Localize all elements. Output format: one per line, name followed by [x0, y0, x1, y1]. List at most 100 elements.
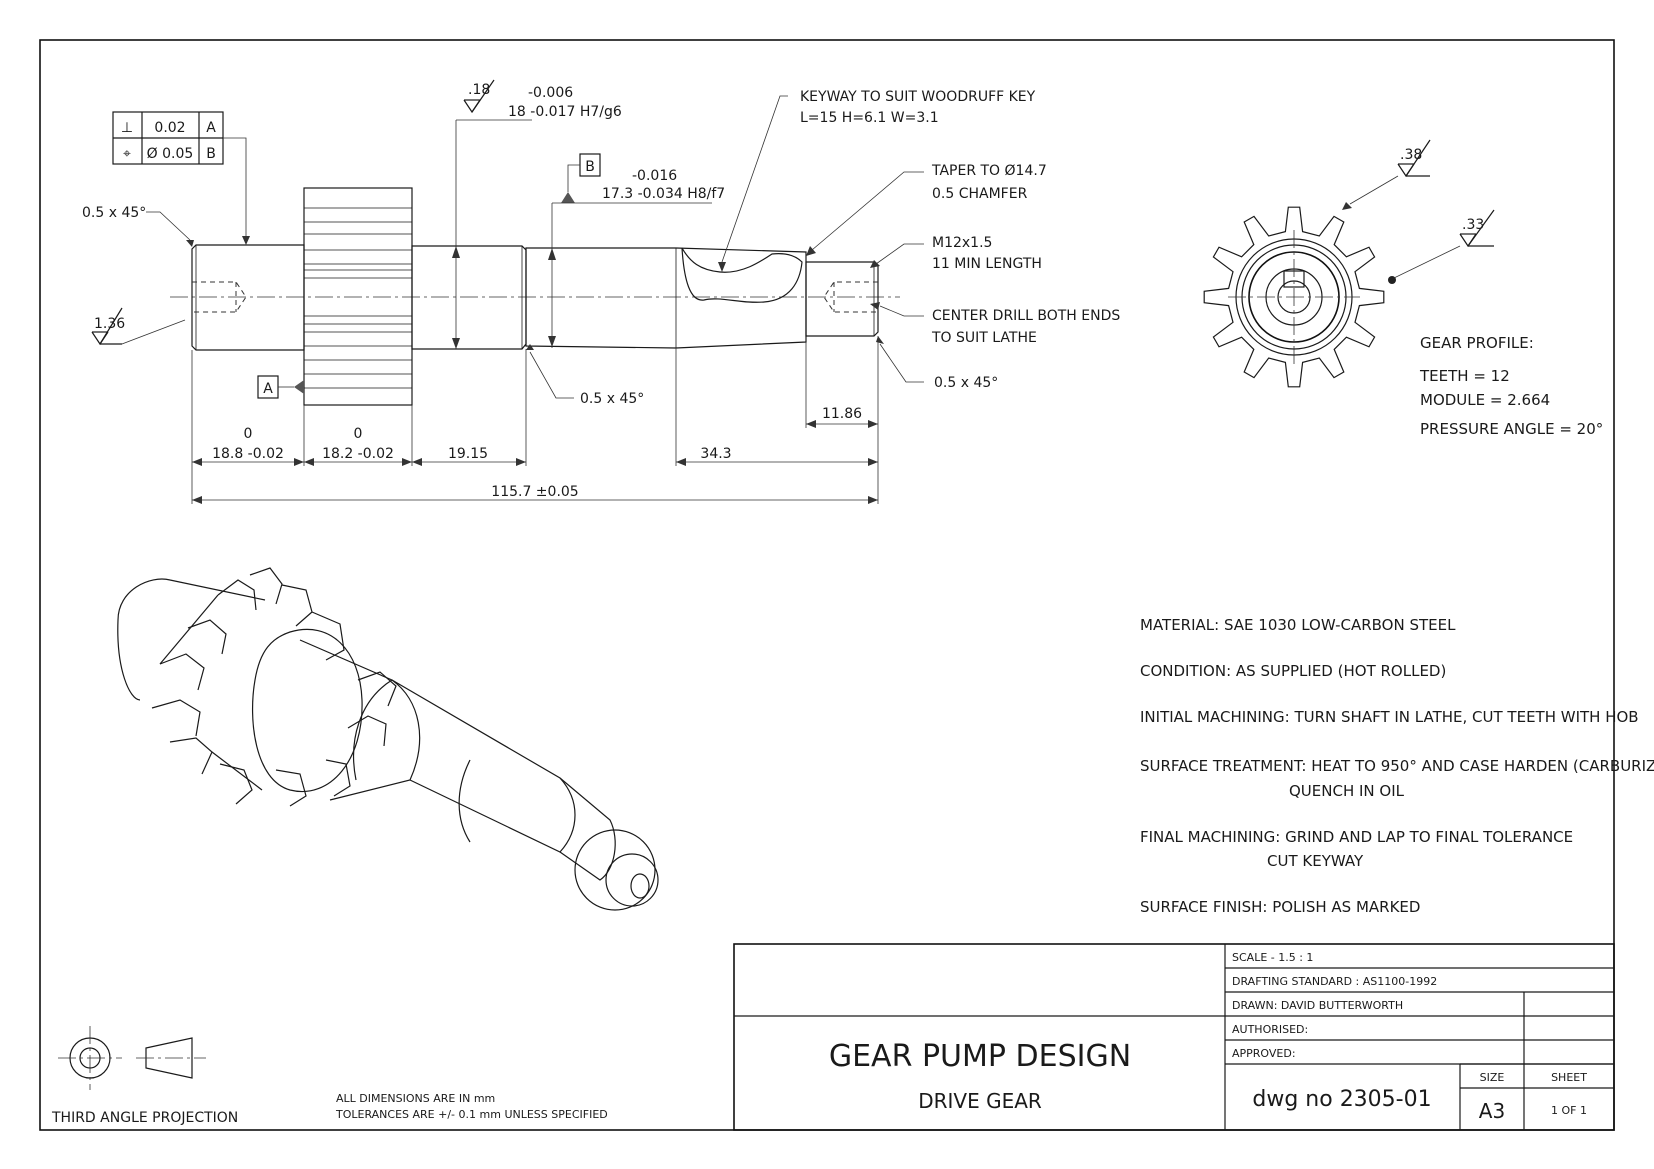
thread-note-line-2: 11 MIN LENGTH [932, 256, 1042, 272]
keyway-note-line-1: KEYWAY TO SUIT WOODRUFF KEY [800, 89, 1036, 105]
surface-finish-top: .18 [463, 79, 495, 114]
left-journal [191, 244, 305, 351]
gear-pressure-angle: PRESSURE ANGLE = 20° [1420, 420, 1603, 438]
fcf-datum-1: A [206, 120, 216, 136]
scale-label: SCALE - 1.5 : 1 [1232, 951, 1313, 964]
note-condition: CONDITION: AS SUPPLIED (HOT ROLLED) [1140, 662, 1446, 680]
bore-dim-upper: -0.006 [528, 85, 573, 101]
right-center-drill [823, 281, 878, 313]
center-drill-callout: CENTER DRILL BOTH ENDS TO SUIT LATHE [870, 302, 1120, 346]
size-label: SIZE [1480, 1071, 1505, 1084]
end-view [1203, 206, 1396, 388]
title-block: GEAR PUMP DESIGN DRIVE GEAR SCALE - 1.5 … [733, 943, 1615, 1131]
gear-teeth-block [303, 187, 413, 406]
sheet-label: SHEET [1551, 1071, 1587, 1084]
drawing-subtitle: DRIVE GEAR [918, 1089, 1042, 1113]
fcf-tolerance-1: 0.02 [154, 120, 185, 136]
surface-finish-gear-tooth: .33 [1393, 209, 1495, 279]
drawn-label: DRAWN: DAVID BUTTERWORTH [1232, 999, 1403, 1012]
standard-label: DRAFTING STANDARD : AS1100-1992 [1232, 975, 1437, 988]
datum-b-label: B [585, 159, 595, 175]
front-view [170, 187, 900, 406]
threaded-end [805, 261, 879, 337]
third-angle-projection-symbol: THIRD ANGLE PROJECTION [51, 1026, 238, 1126]
feature-control-frame: ⊥ 0.02 A ⌖ Ø 0.05 B [112, 111, 250, 245]
drawing-number: dwg no 2305-01 [1252, 1087, 1431, 1112]
chamfer-right-label: 0.5 x 45° [934, 375, 998, 391]
datum-b: B [561, 153, 601, 203]
keyway-callout: KEYWAY TO SUIT WOODRUFF KEY L=15 H=6.1 W… [718, 89, 1036, 272]
length-dimensions: 0 18.8 -0.02 0 18.2 -0.02 19.15 34.3 11.… [191, 336, 879, 504]
projection-label: THIRD ANGLE PROJECTION [51, 1110, 238, 1126]
gear-module: MODULE = 2.664 [1420, 391, 1550, 409]
chamfer-mid-label: 0.5 x 45° [580, 391, 644, 407]
gear-profile-title: GEAR PROFILE: [1420, 334, 1534, 352]
note-surface-treatment-2: QUENCH IN OIL [1289, 782, 1405, 800]
fcf-tolerance-2: Ø 0.05 [147, 146, 194, 162]
general-note-2: TOLERANCES ARE +/- 0.1 mm UNLESS SPECIFI… [335, 1108, 608, 1121]
approved-label: APPROVED: [1232, 1047, 1296, 1060]
note-initial-machining: INITIAL MACHINING: TURN SHAFT IN LATHE, … [1140, 708, 1639, 726]
chamfer-left-callout: 0.5 x 45° [82, 205, 194, 247]
surface-finish-top-value: .18 [468, 82, 490, 98]
left-center-drill [192, 281, 247, 313]
iso-center-hole [630, 873, 650, 899]
bore-dim-lower: 18 -0.017 H7/g6 [508, 104, 622, 120]
surface-finish-gear-tip-value: .38 [1400, 147, 1422, 163]
note-material: MATERIAL: SAE 1030 LOW-CARBON STEEL [1140, 616, 1456, 634]
taper-note-line-1: TAPER TO Ø14.7 [931, 163, 1047, 179]
gear-teeth: TEETH = 12 [1419, 367, 1510, 385]
perpendicularity-symbol: ⊥ [121, 120, 133, 136]
note-final-machining-2: CUT KEYWAY [1267, 852, 1364, 870]
dim-overall: 115.7 ±0.05 [491, 484, 578, 500]
authorised-label: AUTHORISED: [1232, 1023, 1308, 1036]
taper-dim-lower: 17.3 -0.034 H8/f7 [602, 186, 725, 202]
taper-section [525, 247, 807, 349]
dim-bore-18: -0.006 18 -0.017 H7/g6 [452, 85, 622, 349]
iso-gear-teeth [151, 567, 397, 807]
center-drill-note-line-1: CENTER DRILL BOTH ENDS [932, 308, 1120, 324]
iso-gear-face [251, 628, 363, 793]
chamfer-mid-callout: 0.5 x 45° [526, 344, 644, 407]
drawing-title: GEAR PUMP DESIGN [829, 1039, 1131, 1074]
iso-end-face [574, 829, 656, 911]
chamfer-left-label: 0.5 x 45° [82, 205, 146, 221]
dim-d2-upper: 0 [354, 426, 363, 442]
datum-a: A [257, 375, 304, 399]
dim-d2-lower: 18.2 -0.02 [322, 446, 394, 462]
surface-finish-gear-tip: .38 [1342, 139, 1431, 210]
thread-note-line-1: M12x1.5 [932, 235, 992, 251]
thread-callout: M12x1.5 11 MIN LENGTH [870, 235, 1042, 272]
note-surface-treatment-1: SURFACE TREATMENT: HEAT TO 950° AND CASE… [1140, 757, 1654, 775]
isometric-view [117, 567, 659, 911]
dim-taper-17-3: -0.016 17.3 -0.034 H8/f7 [548, 168, 725, 348]
middle-journal [411, 245, 527, 350]
dim-d3: 19.15 [448, 446, 488, 462]
datum-a-label: A [263, 381, 273, 397]
dim-d1-upper: 0 [244, 426, 253, 442]
keyway-section [681, 247, 803, 303]
center-drill-note-line-2: TO SUIT LATHE [931, 330, 1037, 346]
iso-shaft-body [299, 639, 421, 801]
gear-outline [1203, 206, 1385, 388]
fcf-datum-2: B [206, 146, 216, 162]
sheet-number: 1 OF 1 [1551, 1104, 1587, 1117]
taper-note-line-2: 0.5 CHAMFER [932, 186, 1028, 202]
surface-finish-left: 1.36 [91, 307, 186, 346]
dim-d5: 11.86 [822, 406, 862, 422]
manufacturing-notes: MATERIAL: SAE 1030 LOW-CARBON STEEL COND… [1140, 616, 1654, 916]
note-surface-finish: SURFACE FINISH: POLISH AS MARKED [1140, 898, 1420, 916]
general-note-1: ALL DIMENSIONS ARE IN mm [336, 1092, 495, 1105]
sheet-size: A3 [1479, 1099, 1505, 1123]
dim-d1-lower: 18.8 -0.02 [212, 446, 284, 462]
sheet-border [39, 39, 1615, 1131]
note-final-machining-1: FINAL MACHINING: GRIND AND LAP TO FINAL … [1140, 828, 1573, 846]
surface-finish-left-value: 1.36 [94, 316, 125, 332]
gear-profile-notes: GEAR PROFILE: TEETH = 12 MODULE = 2.664 … [1419, 334, 1603, 438]
keyway-note-line-2: L=15 H=6.1 W=3.1 [800, 110, 939, 126]
position-symbol: ⌖ [123, 146, 131, 162]
surface-finish-gear-tooth-value: .33 [1462, 217, 1484, 233]
gear-tooth-lines [304, 207, 412, 389]
taper-callout: TAPER TO Ø14.7 0.5 CHAMFER [806, 163, 1047, 256]
